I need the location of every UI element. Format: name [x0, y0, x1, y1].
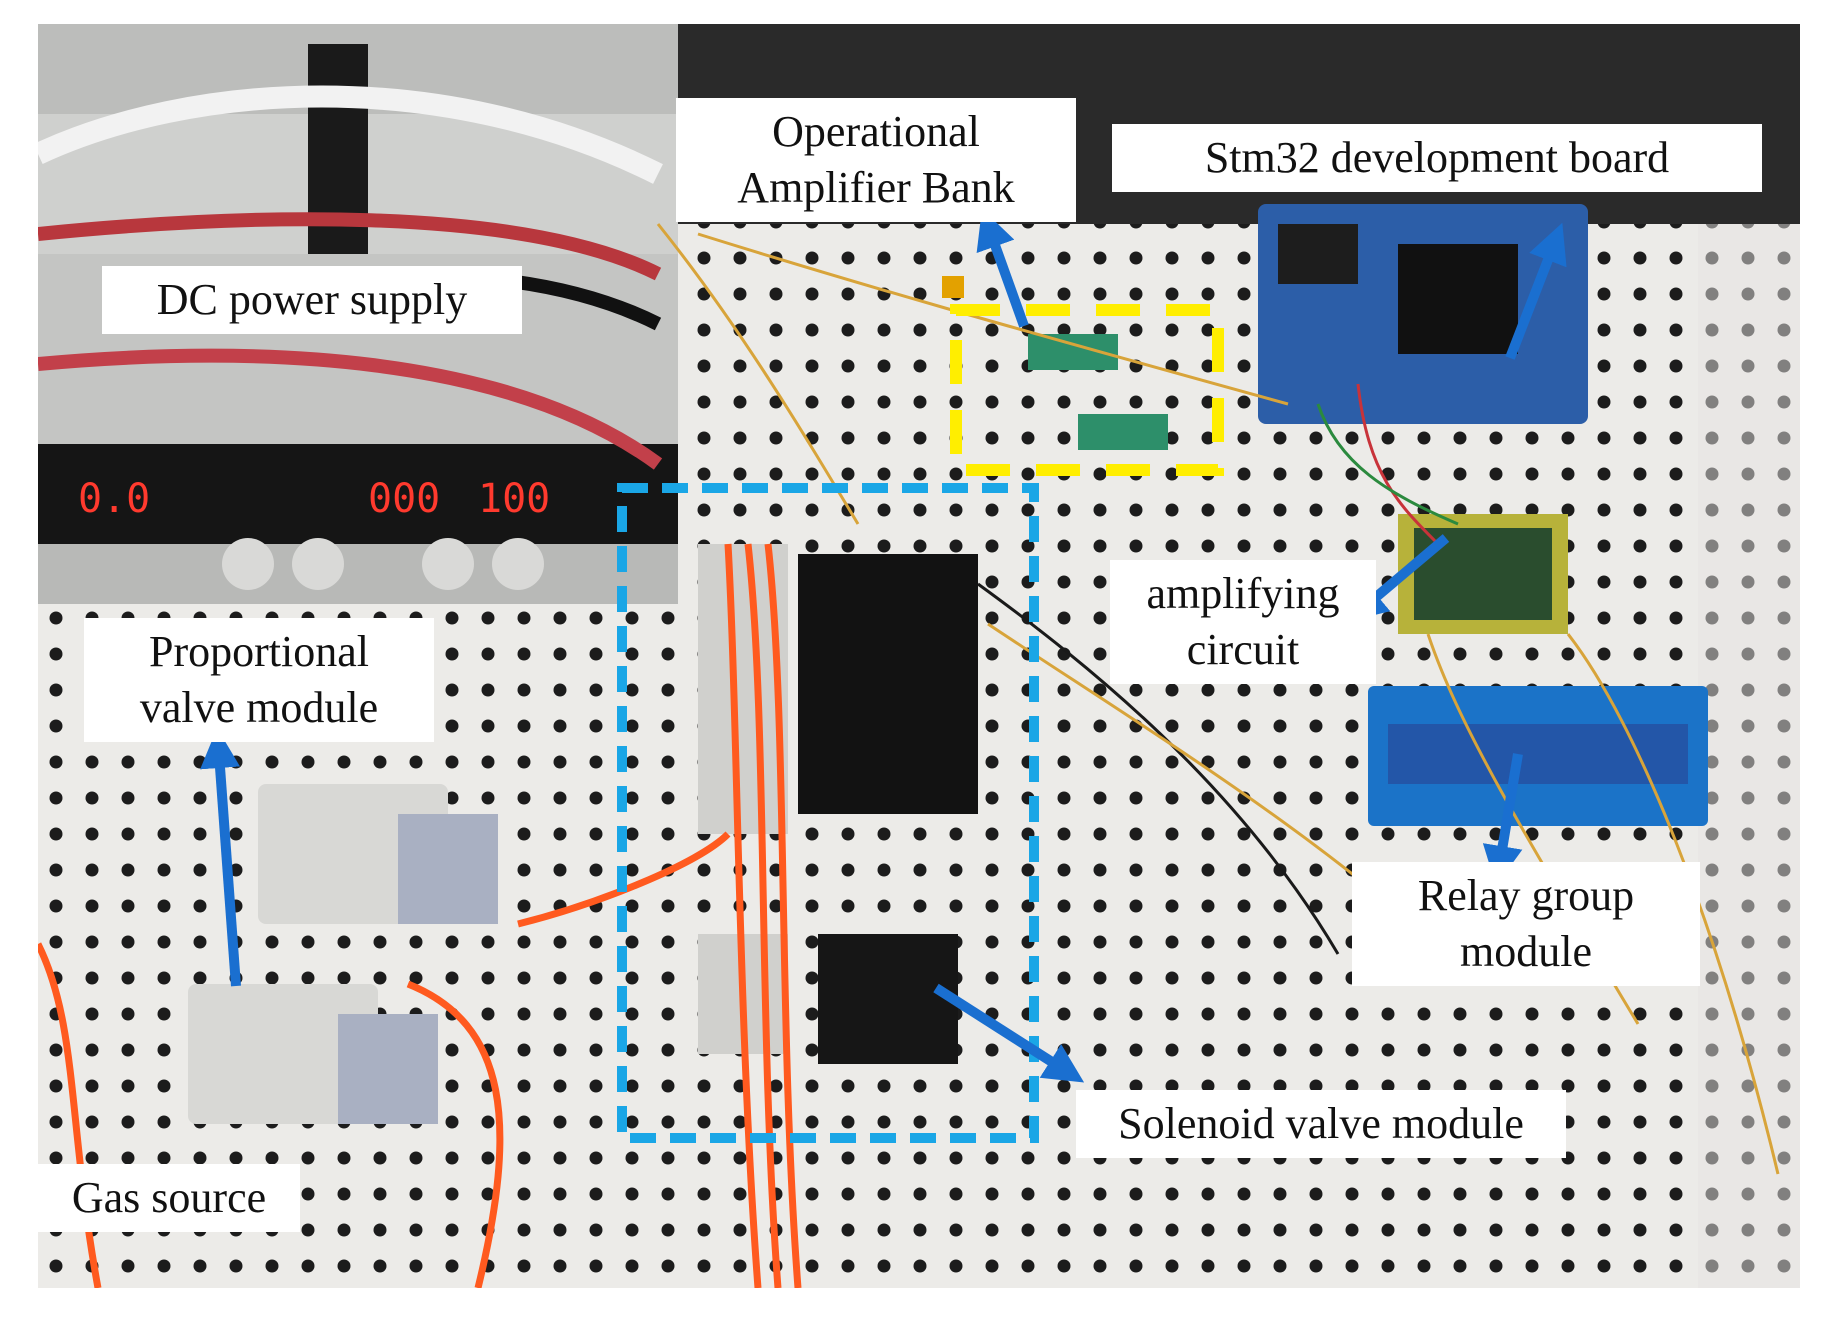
label-gas-source: Gas source [38, 1164, 300, 1232]
red-cable-1 [38, 212, 662, 281]
label-proportional-line1: Proportional [149, 627, 369, 676]
label-op-amp-bank: Operational Amplifier Bank [676, 98, 1076, 222]
label-op-amp-bank-line2: Amplifier Bank [737, 163, 1015, 212]
label-dc-power-supply: DC power supply [102, 266, 522, 334]
label-relay-line1: Relay group [1417, 871, 1635, 920]
label-op-amp-bank-line1: Operational [772, 107, 980, 156]
svg-text:100: 100 [478, 476, 550, 522]
solenoid-valve-module-outline [617, 483, 1039, 1143]
label-amplifying-line1: amplifying [1146, 569, 1340, 618]
arrow-op-amp-bank [976, 208, 1029, 328]
op-amp-board-2 [1078, 414, 1168, 450]
white-cable [38, 85, 663, 184]
proportional-valves [188, 784, 498, 1124]
arrow-proportional-valve [200, 728, 241, 987]
orange-tubing [38, 543, 802, 1288]
label-proportional-line2: valve module [139, 683, 379, 732]
pegboard-right-edge [1698, 224, 1800, 1288]
amplifying-circuit-board [1398, 514, 1568, 634]
arrow-solenoid-valve [933, 983, 1085, 1083]
label-solenoid-valve-module: Solenoid valve module [1076, 1090, 1566, 1158]
label-proportional-valve-module: Proportional valve module [84, 618, 434, 742]
label-relay-line2: module [1460, 927, 1592, 976]
stm32-board [1258, 204, 1588, 424]
power-display-digits: 0.0 000 100 [78, 476, 550, 522]
label-amplifying-circuit: amplifying circuit [1110, 560, 1376, 684]
label-amplifying-line2: circuit [1186, 625, 1300, 674]
annotation-arrows [200, 208, 1567, 1083]
label-stm32-board: Stm32 development board [1112, 124, 1762, 192]
label-relay-group-module: Relay group module [1352, 862, 1700, 986]
red-cable-2 [38, 348, 663, 470]
op-amp-connector [942, 276, 964, 298]
arrow-stm32-board [1505, 222, 1567, 360]
arrow-relay-group [1482, 753, 1523, 886]
solenoid-valve-block [698, 544, 978, 1064]
svg-text:0.0: 0.0 [78, 476, 150, 522]
relay-group-board [1368, 686, 1708, 826]
svg-text:000: 000 [368, 476, 440, 522]
